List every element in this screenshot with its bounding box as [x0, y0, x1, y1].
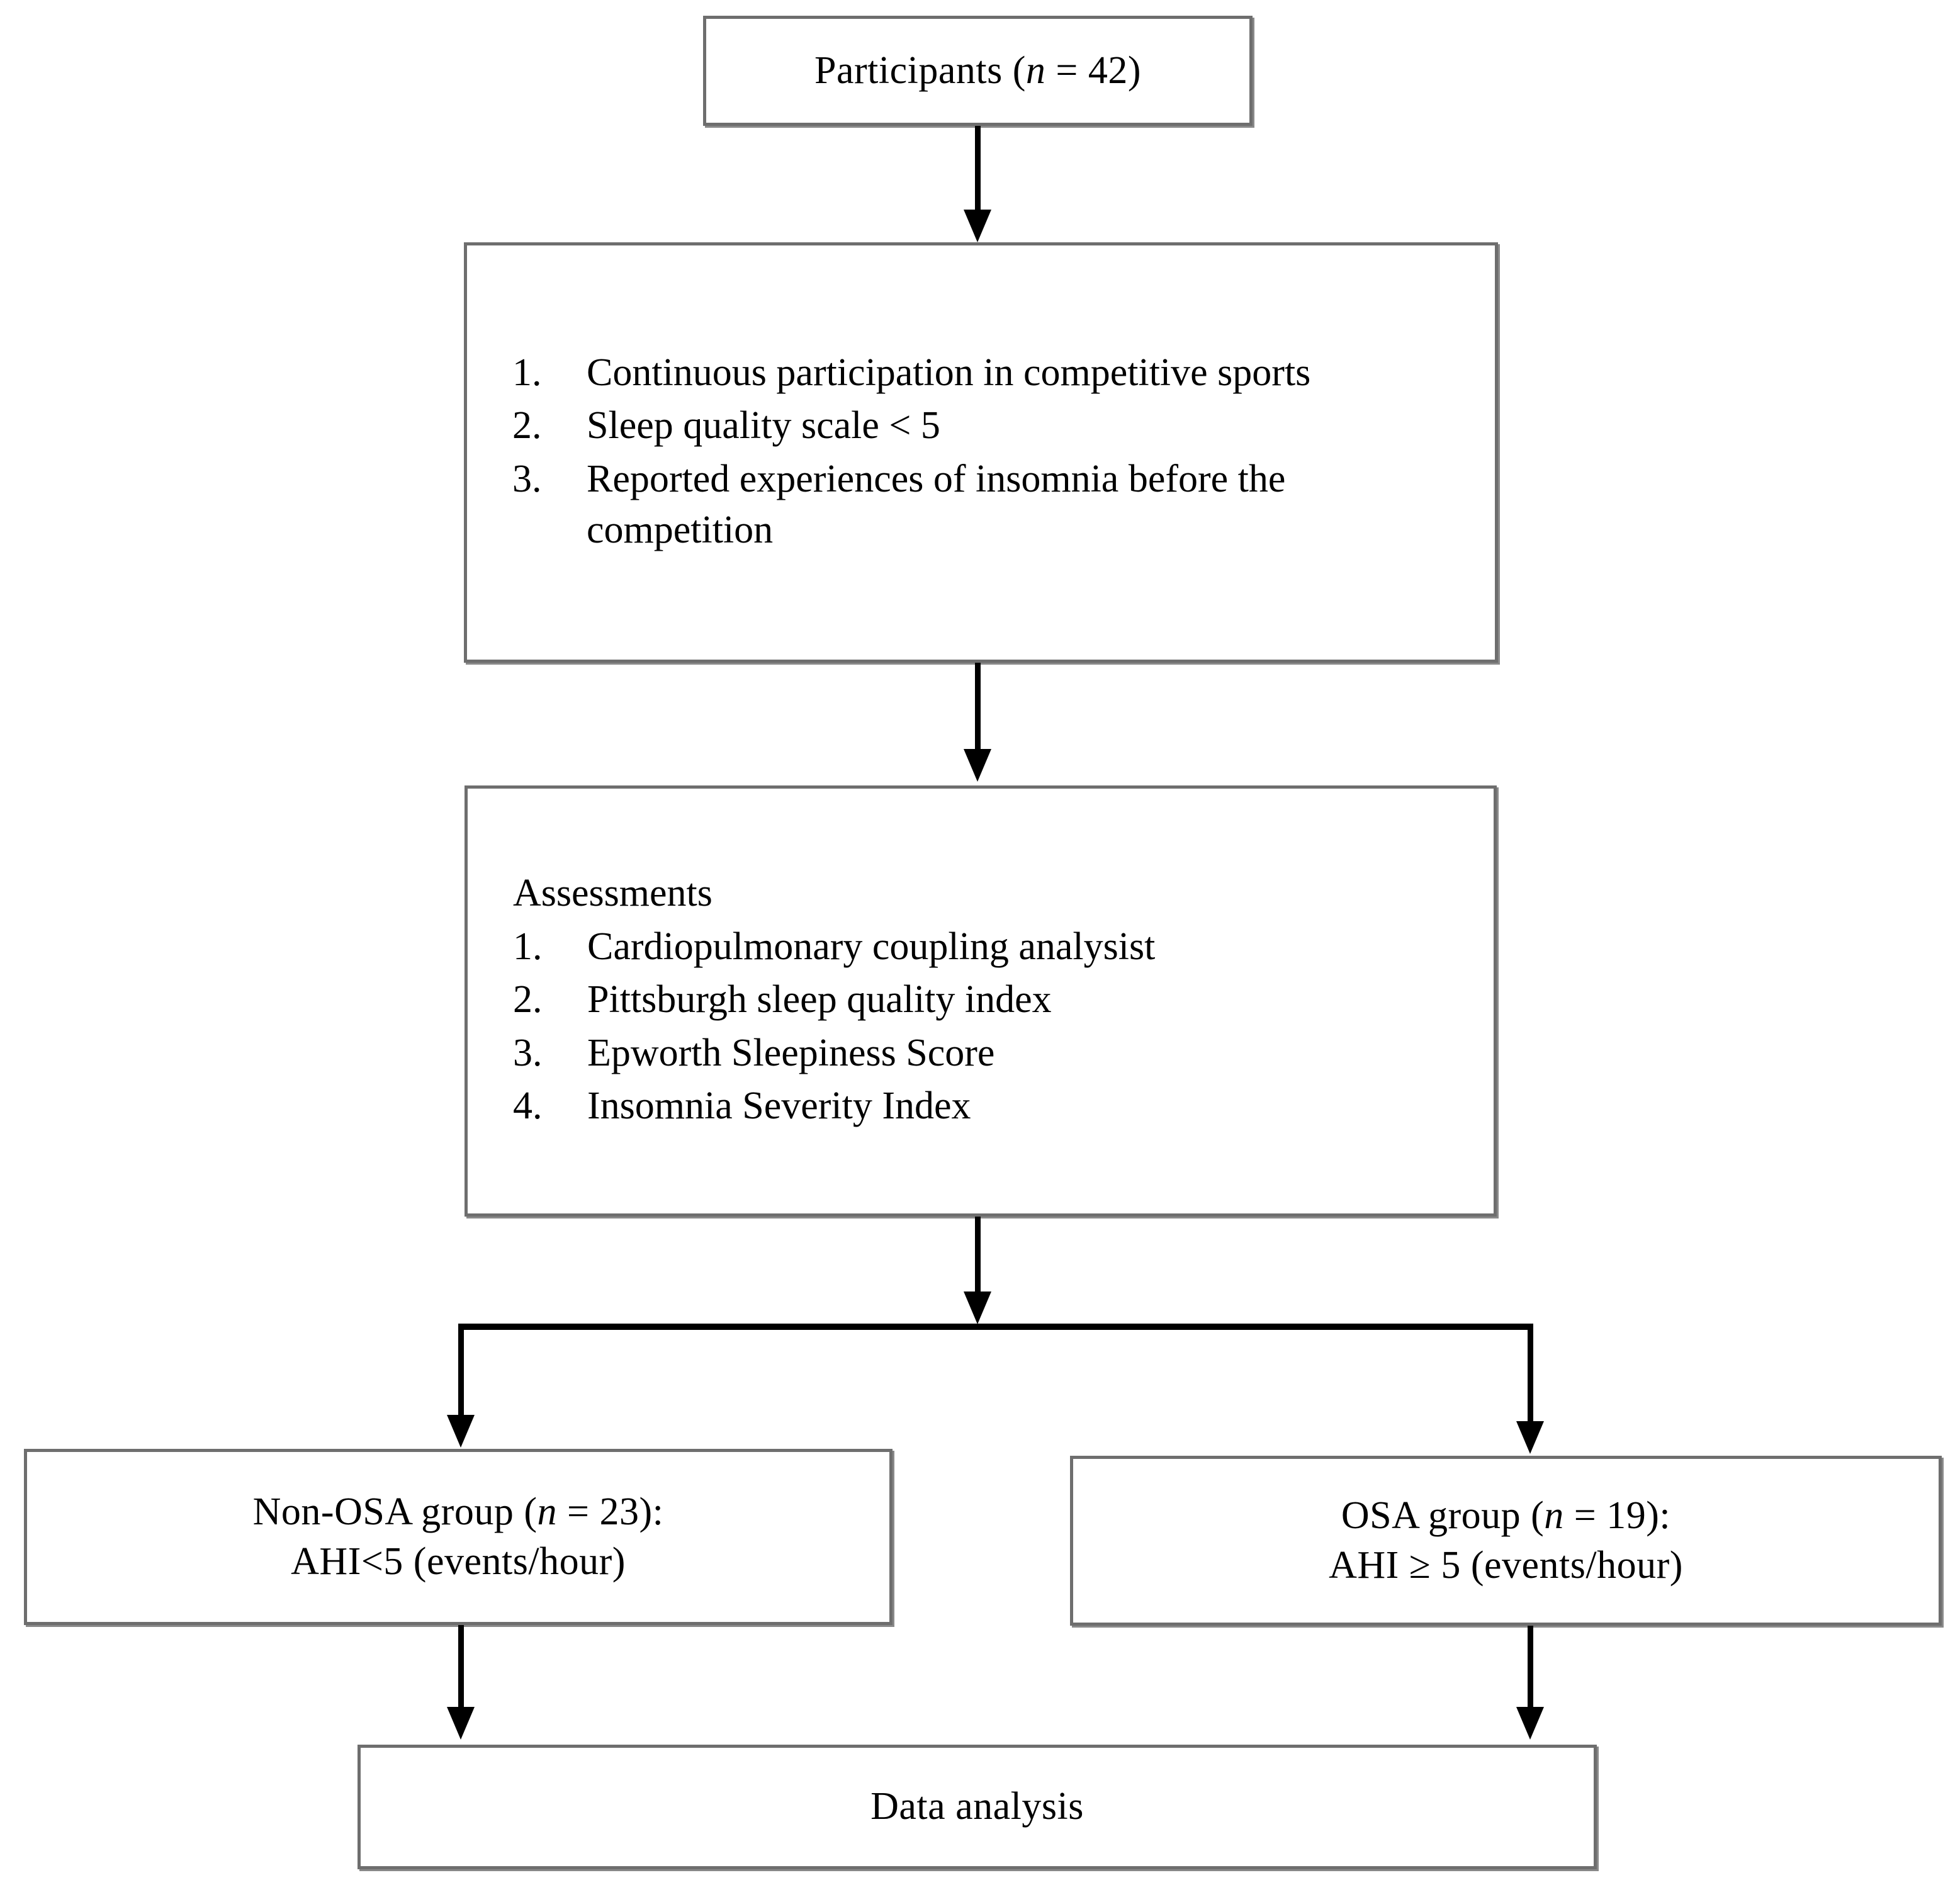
edge-split-to-non-osa-arrowhead [447, 1415, 475, 1448]
node-assessments-body: Assessments 1. Cardiopulmonary coupling … [468, 789, 1494, 1213]
participants-text-suffix: = 42) [1045, 48, 1141, 92]
inclusion-list-wrap: 1. Continuous participation in competiti… [467, 347, 1495, 558]
node-data-analysis[interactable]: Data analysis [358, 1745, 1597, 1869]
osa-group-label: OSA group (n = 19): AHI ≥ 5 (events/hour… [1073, 1491, 1939, 1591]
assessments-list-wrap: Assessments 1. Cardiopulmonary coupling … [468, 868, 1494, 1134]
osa-prefix: OSA group ( [1341, 1494, 1545, 1537]
edge-participants-to-inclusion-arrowhead [964, 210, 991, 242]
edge-split-to-non-osa-line [458, 1324, 464, 1436]
node-participants[interactable]: Participants (n = 42) [703, 16, 1253, 126]
participants-italic-n: n [1025, 48, 1046, 92]
non-osa-italic-n: n [537, 1490, 557, 1533]
list-item-text: Epworth Sleepiness Score [587, 1031, 995, 1074]
edge-assessments-to-split-arrowhead [964, 1291, 991, 1324]
edge-split-to-osa-arrowhead [1516, 1421, 1544, 1454]
edge-inclusion-to-assessments-line [975, 663, 981, 754]
edge-non-osa-to-data-analysis-line [458, 1625, 464, 1710]
non-osa-group-line1: Non-OSA group (n = 23): [27, 1487, 889, 1537]
list-item-text: Sleep quality scale < 5 [587, 404, 940, 447]
list-item: 3. Reported experiences of insomnia befo… [512, 454, 1470, 555]
list-item-text: Continuous participation in competitive … [587, 351, 1311, 394]
node-assessments[interactable]: Assessments 1. Cardiopulmonary coupling … [465, 785, 1497, 1217]
list-item: 2. Sleep quality scale < 5 [512, 400, 1470, 451]
non-osa-group-line2: AHI<5 (events/hour) [291, 1540, 626, 1583]
list-item: 3. Epworth Sleepiness Score [513, 1028, 1468, 1079]
node-osa-group[interactable]: OSA group (n = 19): AHI ≥ 5 (events/hour… [1070, 1456, 1942, 1626]
list-item: 1. Continuous participation in competiti… [512, 347, 1470, 398]
osa-italic-n: n [1544, 1494, 1564, 1537]
list-item-number: 2. [513, 978, 543, 1021]
edge-assessments-to-split-line [975, 1217, 981, 1295]
assessments-heading: Assessments [513, 872, 712, 915]
list-item-number: 1. [512, 351, 542, 394]
list-item-text: Cardiopulmonary coupling analysist [587, 925, 1156, 968]
non-osa-suffix: = 23): [556, 1490, 664, 1533]
node-data-analysis-body: Data analysis [361, 1748, 1594, 1866]
list-item: 2. Pittsburgh sleep quality index [513, 974, 1468, 1025]
inclusion-criteria-list: 1. Continuous participation in competiti… [512, 347, 1470, 555]
node-inclusion-criteria-body: 1. Continuous participation in competiti… [467, 245, 1495, 660]
list-item-text: Pittsburgh sleep quality index [587, 978, 1052, 1021]
participants-text-prefix: Participants ( [814, 48, 1026, 92]
node-non-osa-group-body: Non-OSA group (n = 23): AHI<5 (events/ho… [27, 1452, 889, 1622]
non-osa-group-label: Non-OSA group (n = 23): AHI<5 (events/ho… [27, 1487, 889, 1587]
edge-non-osa-to-data-analysis-arrowhead [447, 1707, 475, 1740]
edge-osa-to-data-analysis-arrowhead [1516, 1707, 1544, 1740]
node-participants-body: Participants (n = 42) [706, 19, 1249, 123]
edge-split-to-osa-line [1528, 1324, 1533, 1443]
osa-group-line1: OSA group (n = 19): [1073, 1491, 1939, 1541]
participants-label: Participants (n = 42) [706, 46, 1249, 96]
data-analysis-label: Data analysis [870, 1785, 1084, 1828]
node-osa-group-body: OSA group (n = 19): AHI ≥ 5 (events/hour… [1073, 1459, 1939, 1623]
list-item: 4. Insomnia Severity Index [513, 1081, 1468, 1132]
osa-group-line2: AHI ≥ 5 (events/hour) [1329, 1544, 1683, 1587]
assessments-list: 1. Cardiopulmonary coupling analysist 2.… [513, 921, 1468, 1132]
list-item: 1. Cardiopulmonary coupling analysist [513, 921, 1468, 972]
edge-inclusion-to-assessments-arrowhead [964, 749, 991, 782]
edge-participants-to-inclusion-line [975, 126, 981, 214]
list-item-text: Reported experiences of insomnia before … [587, 458, 1286, 551]
list-item-number: 4. [513, 1084, 543, 1128]
list-item-text: Insomnia Severity Index [587, 1084, 971, 1128]
node-non-osa-group[interactable]: Non-OSA group (n = 23): AHI<5 (events/ho… [24, 1449, 893, 1625]
osa-suffix: = 19): [1563, 1494, 1671, 1537]
non-osa-prefix: Non-OSA group ( [252, 1490, 538, 1533]
node-inclusion-criteria[interactable]: 1. Continuous participation in competiti… [464, 242, 1498, 663]
list-item-number: 1. [513, 925, 543, 968]
split-bus-horizontal [458, 1324, 1533, 1330]
edge-osa-to-data-analysis-line [1528, 1626, 1533, 1710]
list-item-number: 2. [512, 404, 542, 447]
list-item-number: 3. [512, 458, 542, 500]
list-item-number: 3. [513, 1031, 543, 1074]
